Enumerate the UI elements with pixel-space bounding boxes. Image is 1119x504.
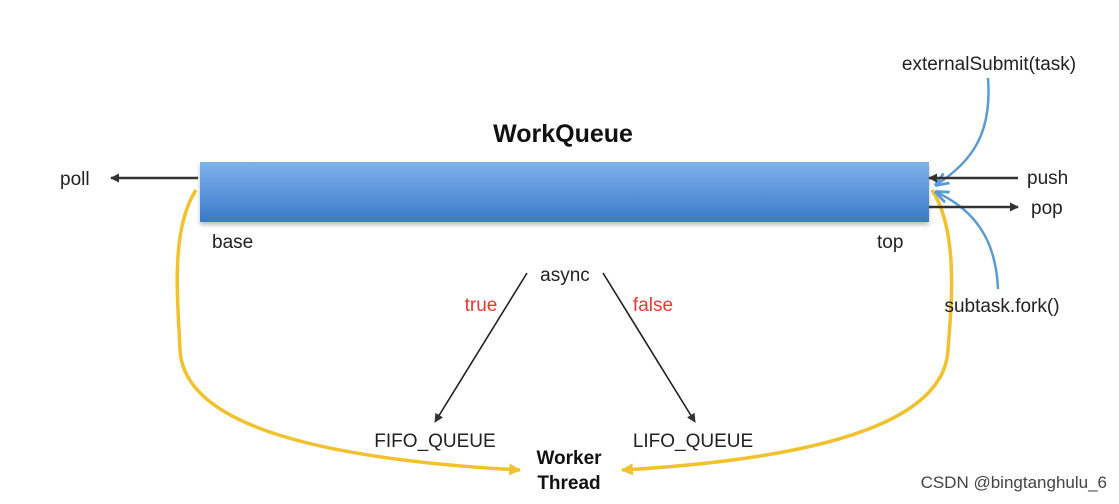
async-label: async xyxy=(540,265,590,286)
subtask-fork-label: subtask.fork() xyxy=(944,296,1059,317)
poll-label: poll xyxy=(60,169,90,190)
worker-path-left xyxy=(175,189,522,476)
subtask-fork-path xyxy=(936,192,1000,290)
fifo-queue-label: FIFO_QUEUE xyxy=(374,431,495,452)
diagram-title: WorkQueue xyxy=(493,120,633,148)
work-queue-bar xyxy=(200,162,929,222)
top-label: top xyxy=(877,232,903,253)
pop-label: pop xyxy=(1031,198,1063,219)
true-branch-arrow xyxy=(434,272,528,423)
watermark: CSDN @bingtanghulu_6 xyxy=(921,473,1107,492)
push-label: push xyxy=(1027,168,1068,189)
false-branch-label: false xyxy=(633,295,673,316)
worker-label-line2: Thread xyxy=(537,473,600,494)
lifo-queue-label: LIFO_QUEUE xyxy=(633,431,753,452)
external-submit-label: externalSubmit(task) xyxy=(902,54,1076,75)
external-submit-path xyxy=(936,77,990,185)
worker-path-right xyxy=(620,189,954,476)
base-label: base xyxy=(212,232,253,253)
false-branch-arrow xyxy=(602,272,696,423)
true-branch-label: true xyxy=(465,295,498,316)
worker-label-line1: Worker xyxy=(536,448,602,469)
